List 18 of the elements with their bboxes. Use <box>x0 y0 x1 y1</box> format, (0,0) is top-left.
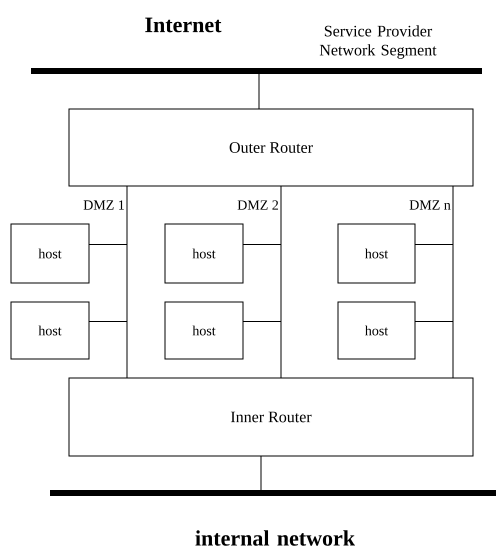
edge-label: DMZ 2 <box>236 199 280 211</box>
host-box: host <box>338 302 416 360</box>
host-link-line <box>243 186 282 322</box>
heading: Internet <box>145 18 222 32</box>
heading: internal network <box>195 530 356 546</box>
host-box: host <box>10 224 90 284</box>
host-box: host <box>164 224 244 284</box>
edge-label: DMZ n <box>408 199 452 211</box>
host-link-line <box>415 186 454 322</box>
host-box: host <box>164 302 244 360</box>
host-box: host <box>10 302 90 360</box>
host-link-line <box>89 186 128 322</box>
edge-label: DMZ 1 <box>82 199 126 211</box>
connector-line <box>260 456 262 490</box>
router-box: Outer Router <box>68 108 474 186</box>
host-box: host <box>338 224 416 284</box>
connector-line <box>258 74 260 110</box>
router-box: Inner Router <box>68 378 474 456</box>
